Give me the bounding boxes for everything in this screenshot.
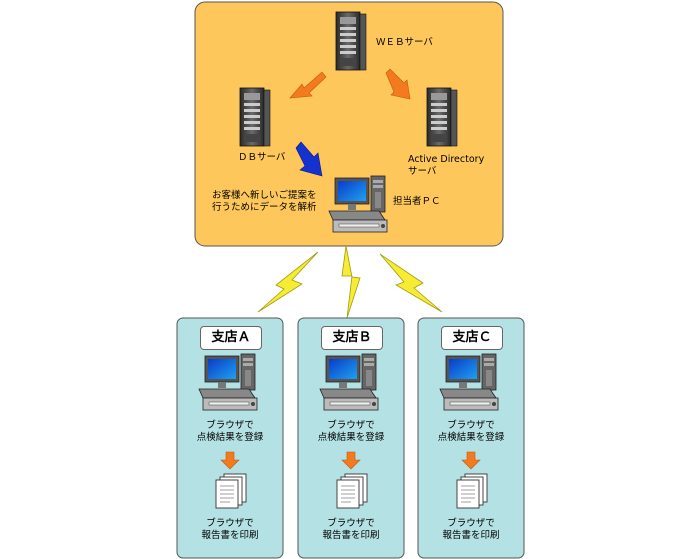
lightning-icon	[257, 251, 319, 313]
branch-a-register-line1: ブラウザで	[206, 420, 254, 431]
staff-pc-label: 担当者ＰＣ	[393, 196, 441, 207]
staff-pc-workstation-icon	[328, 175, 388, 233]
arrow-icon	[289, 71, 327, 99]
blue-arrow-icon	[295, 141, 323, 177]
branch-b-workstation-icon	[319, 353, 379, 411]
branch-b-register-line2: 点検結果を登録	[317, 432, 385, 443]
branch-c-register-line1: ブラウザで	[447, 420, 495, 431]
branch-c-title: 支店Ｃ	[441, 326, 503, 350]
branch-c-register-line2: 点検結果を登録	[437, 432, 505, 443]
branch-c-panel	[417, 317, 525, 559]
branch-b-title: 支店Ｂ	[321, 326, 383, 350]
branch-c-print-line1: ブラウザで	[447, 518, 495, 529]
branch-c-print-line2: 報告書を印刷	[442, 530, 500, 541]
branch-a-print-line2: 報告書を印刷	[201, 530, 259, 541]
branch-b-panel	[297, 317, 405, 559]
ad-server-icon	[426, 87, 458, 147]
branch-a-workstation-icon	[198, 353, 258, 411]
branch-a-print-line1: ブラウザで	[206, 518, 254, 529]
web-server-label: ＷＥＢサーバ	[376, 37, 433, 48]
branch-a-register-line2: 点検結果を登録	[196, 432, 264, 443]
web-server-icon	[335, 11, 367, 71]
analysis-label-line2: 行うためにデータを解析	[212, 202, 317, 213]
ad-server-label-line2: サーバ	[408, 166, 437, 177]
branch-a-panel	[176, 317, 284, 559]
analysis-label-line1: お客様へ新しいご提案を	[212, 190, 317, 201]
branch-a-document-stack-icon	[215, 473, 247, 509]
branch-c-workstation-icon	[439, 353, 499, 411]
arrow-icon	[385, 68, 411, 100]
headquarters-panel	[194, 1, 504, 247]
db-server-icon	[239, 87, 271, 147]
branch-b-print-line2: 報告書を印刷	[322, 530, 380, 541]
branch-b-print-line1: ブラウザで	[327, 518, 375, 529]
branch-b-document-stack-icon	[336, 473, 368, 509]
branch-b-register-line1: ブラウザで	[327, 420, 375, 431]
db-server-label: ＤＢサーバ	[238, 152, 286, 163]
ad-server-label-line1: Active Directory	[408, 154, 485, 165]
branch-c-document-stack-icon	[456, 473, 488, 509]
lightning-icon	[341, 245, 361, 319]
lightning-icon	[379, 253, 443, 313]
branch-a-title: 支店Ａ	[200, 326, 262, 350]
